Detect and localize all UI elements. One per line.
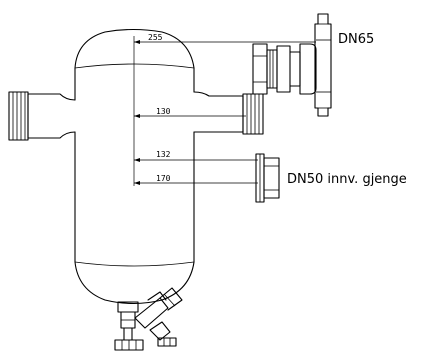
dim-arrow [134, 40, 140, 44]
threaded-connection-label: DN50 innv. gjenge [287, 172, 407, 187]
dim-arrow [134, 181, 140, 185]
dimension-label-255: 255 [148, 33, 163, 42]
right-side-nozzle [193, 91, 264, 135]
dimension-label-132: 132 [156, 150, 171, 159]
left-side-nozzle [8, 91, 76, 141]
vessel-body [74, 28, 195, 305]
dimension-label-130: 130 [156, 107, 171, 116]
dimension-label-170: 170 [156, 174, 171, 183]
dim-arrow [134, 114, 140, 118]
dimension-lines [133, 36, 316, 186]
dim-arrow [134, 158, 140, 162]
drain-valve [114, 287, 183, 351]
flange-connection [252, 13, 332, 117]
flange-connection-label: DN65 [338, 32, 374, 47]
threaded-connection [255, 153, 280, 203]
